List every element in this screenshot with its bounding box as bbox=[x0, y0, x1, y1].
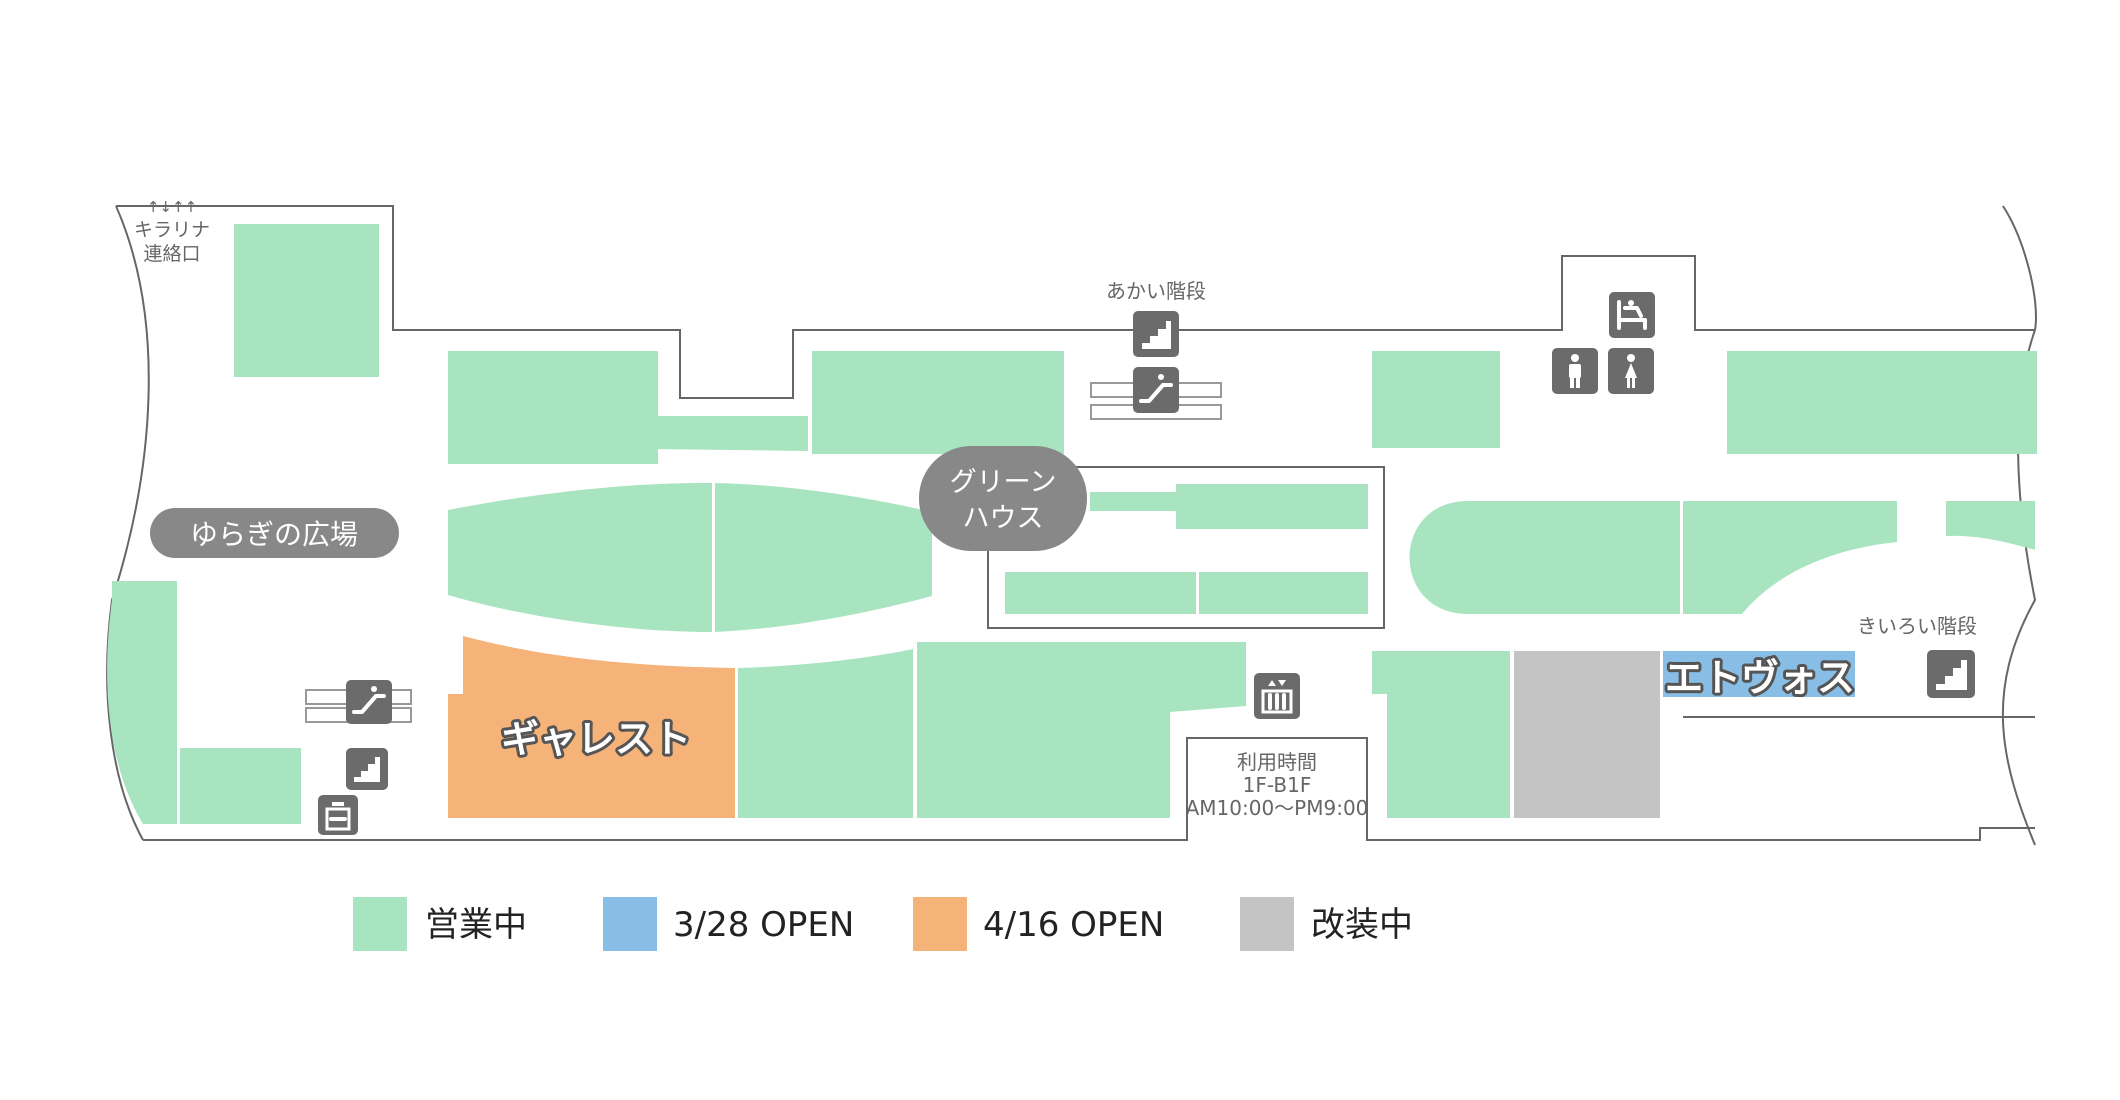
store-block[interactable] bbox=[107, 581, 177, 824]
store-block[interactable] bbox=[738, 649, 913, 818]
green-house-label: グリーン bbox=[950, 467, 1057, 498]
legend-swatch bbox=[1240, 897, 1294, 951]
stairs-icon[interactable] bbox=[1133, 311, 1179, 357]
gallest-label: ギャレスト bbox=[501, 717, 691, 761]
restroom-women-icon[interactable] bbox=[1608, 348, 1654, 394]
store-block[interactable] bbox=[1005, 572, 1196, 614]
store-block[interactable] bbox=[180, 748, 301, 824]
store-block[interactable] bbox=[1946, 501, 2035, 550]
kirarina-arrows: ↑↓↑↑ bbox=[147, 198, 197, 216]
green-house-label: ハウス bbox=[963, 503, 1044, 534]
stairs-icon[interactable] bbox=[346, 748, 388, 790]
store-block[interactable] bbox=[1372, 651, 1510, 818]
store-block[interactable] bbox=[812, 351, 1064, 454]
store-block-etvos[interactable] bbox=[1663, 651, 1855, 697]
legend: 営業中 3/28 OPEN 4/16 OPEN 改装中 bbox=[353, 897, 1413, 951]
nursing-room-icon[interactable] bbox=[1609, 292, 1655, 338]
elevator-icon[interactable] bbox=[1254, 673, 1300, 719]
store-block[interactable] bbox=[1090, 484, 1368, 529]
etvos-label: エトヴォス bbox=[1665, 656, 1855, 700]
store-block-gallest[interactable] bbox=[448, 636, 735, 818]
kirarina-label: 連絡口 bbox=[143, 243, 200, 265]
store-block[interactable] bbox=[1199, 572, 1368, 614]
store-block[interactable] bbox=[917, 642, 1246, 818]
escalator-icon[interactable] bbox=[1133, 367, 1179, 413]
store-block[interactable] bbox=[1727, 351, 2037, 454]
hours-label: AM10:00〜PM9:00 bbox=[1186, 796, 1369, 820]
store-block[interactable] bbox=[1683, 501, 1897, 614]
legend-label: 4/16 OPEN bbox=[983, 905, 1164, 945]
yuragi-plaza-pill bbox=[150, 508, 399, 558]
escalator-icon[interactable] bbox=[346, 680, 392, 724]
kiiroi-stairs-label: きいろい階段 bbox=[1857, 614, 1977, 638]
legend-label: 3/28 OPEN bbox=[673, 905, 854, 945]
store-block[interactable] bbox=[234, 224, 379, 377]
kirarina-label: キラリナ bbox=[134, 219, 210, 241]
legend-label: 営業中 bbox=[425, 905, 527, 945]
green-house-pill bbox=[919, 446, 1087, 551]
store-block[interactable] bbox=[448, 482, 712, 632]
legend-swatch bbox=[913, 897, 967, 951]
floor-outline bbox=[106, 205, 2037, 846]
akai-stairs-label: あかい階段 bbox=[1106, 279, 1206, 303]
stairs-icon[interactable] bbox=[1927, 650, 1975, 698]
restroom-men-icon[interactable] bbox=[1552, 348, 1598, 394]
legend-swatch bbox=[603, 897, 657, 951]
legend-label: 改装中 bbox=[1311, 905, 1413, 945]
store-block[interactable] bbox=[715, 483, 932, 632]
store-block-renovation[interactable] bbox=[1514, 651, 1660, 818]
store-block[interactable] bbox=[1372, 351, 1500, 448]
store-block[interactable] bbox=[448, 413, 808, 463]
legend-swatch bbox=[353, 897, 407, 951]
yuragi-plaza-label: ゆらぎの広場 bbox=[190, 518, 358, 551]
hours-label: 1F-B1F bbox=[1243, 773, 1312, 797]
hours-label: 利用時間 bbox=[1237, 750, 1317, 774]
locker-icon[interactable] bbox=[318, 795, 358, 835]
store-block[interactable] bbox=[1409, 501, 1681, 614]
